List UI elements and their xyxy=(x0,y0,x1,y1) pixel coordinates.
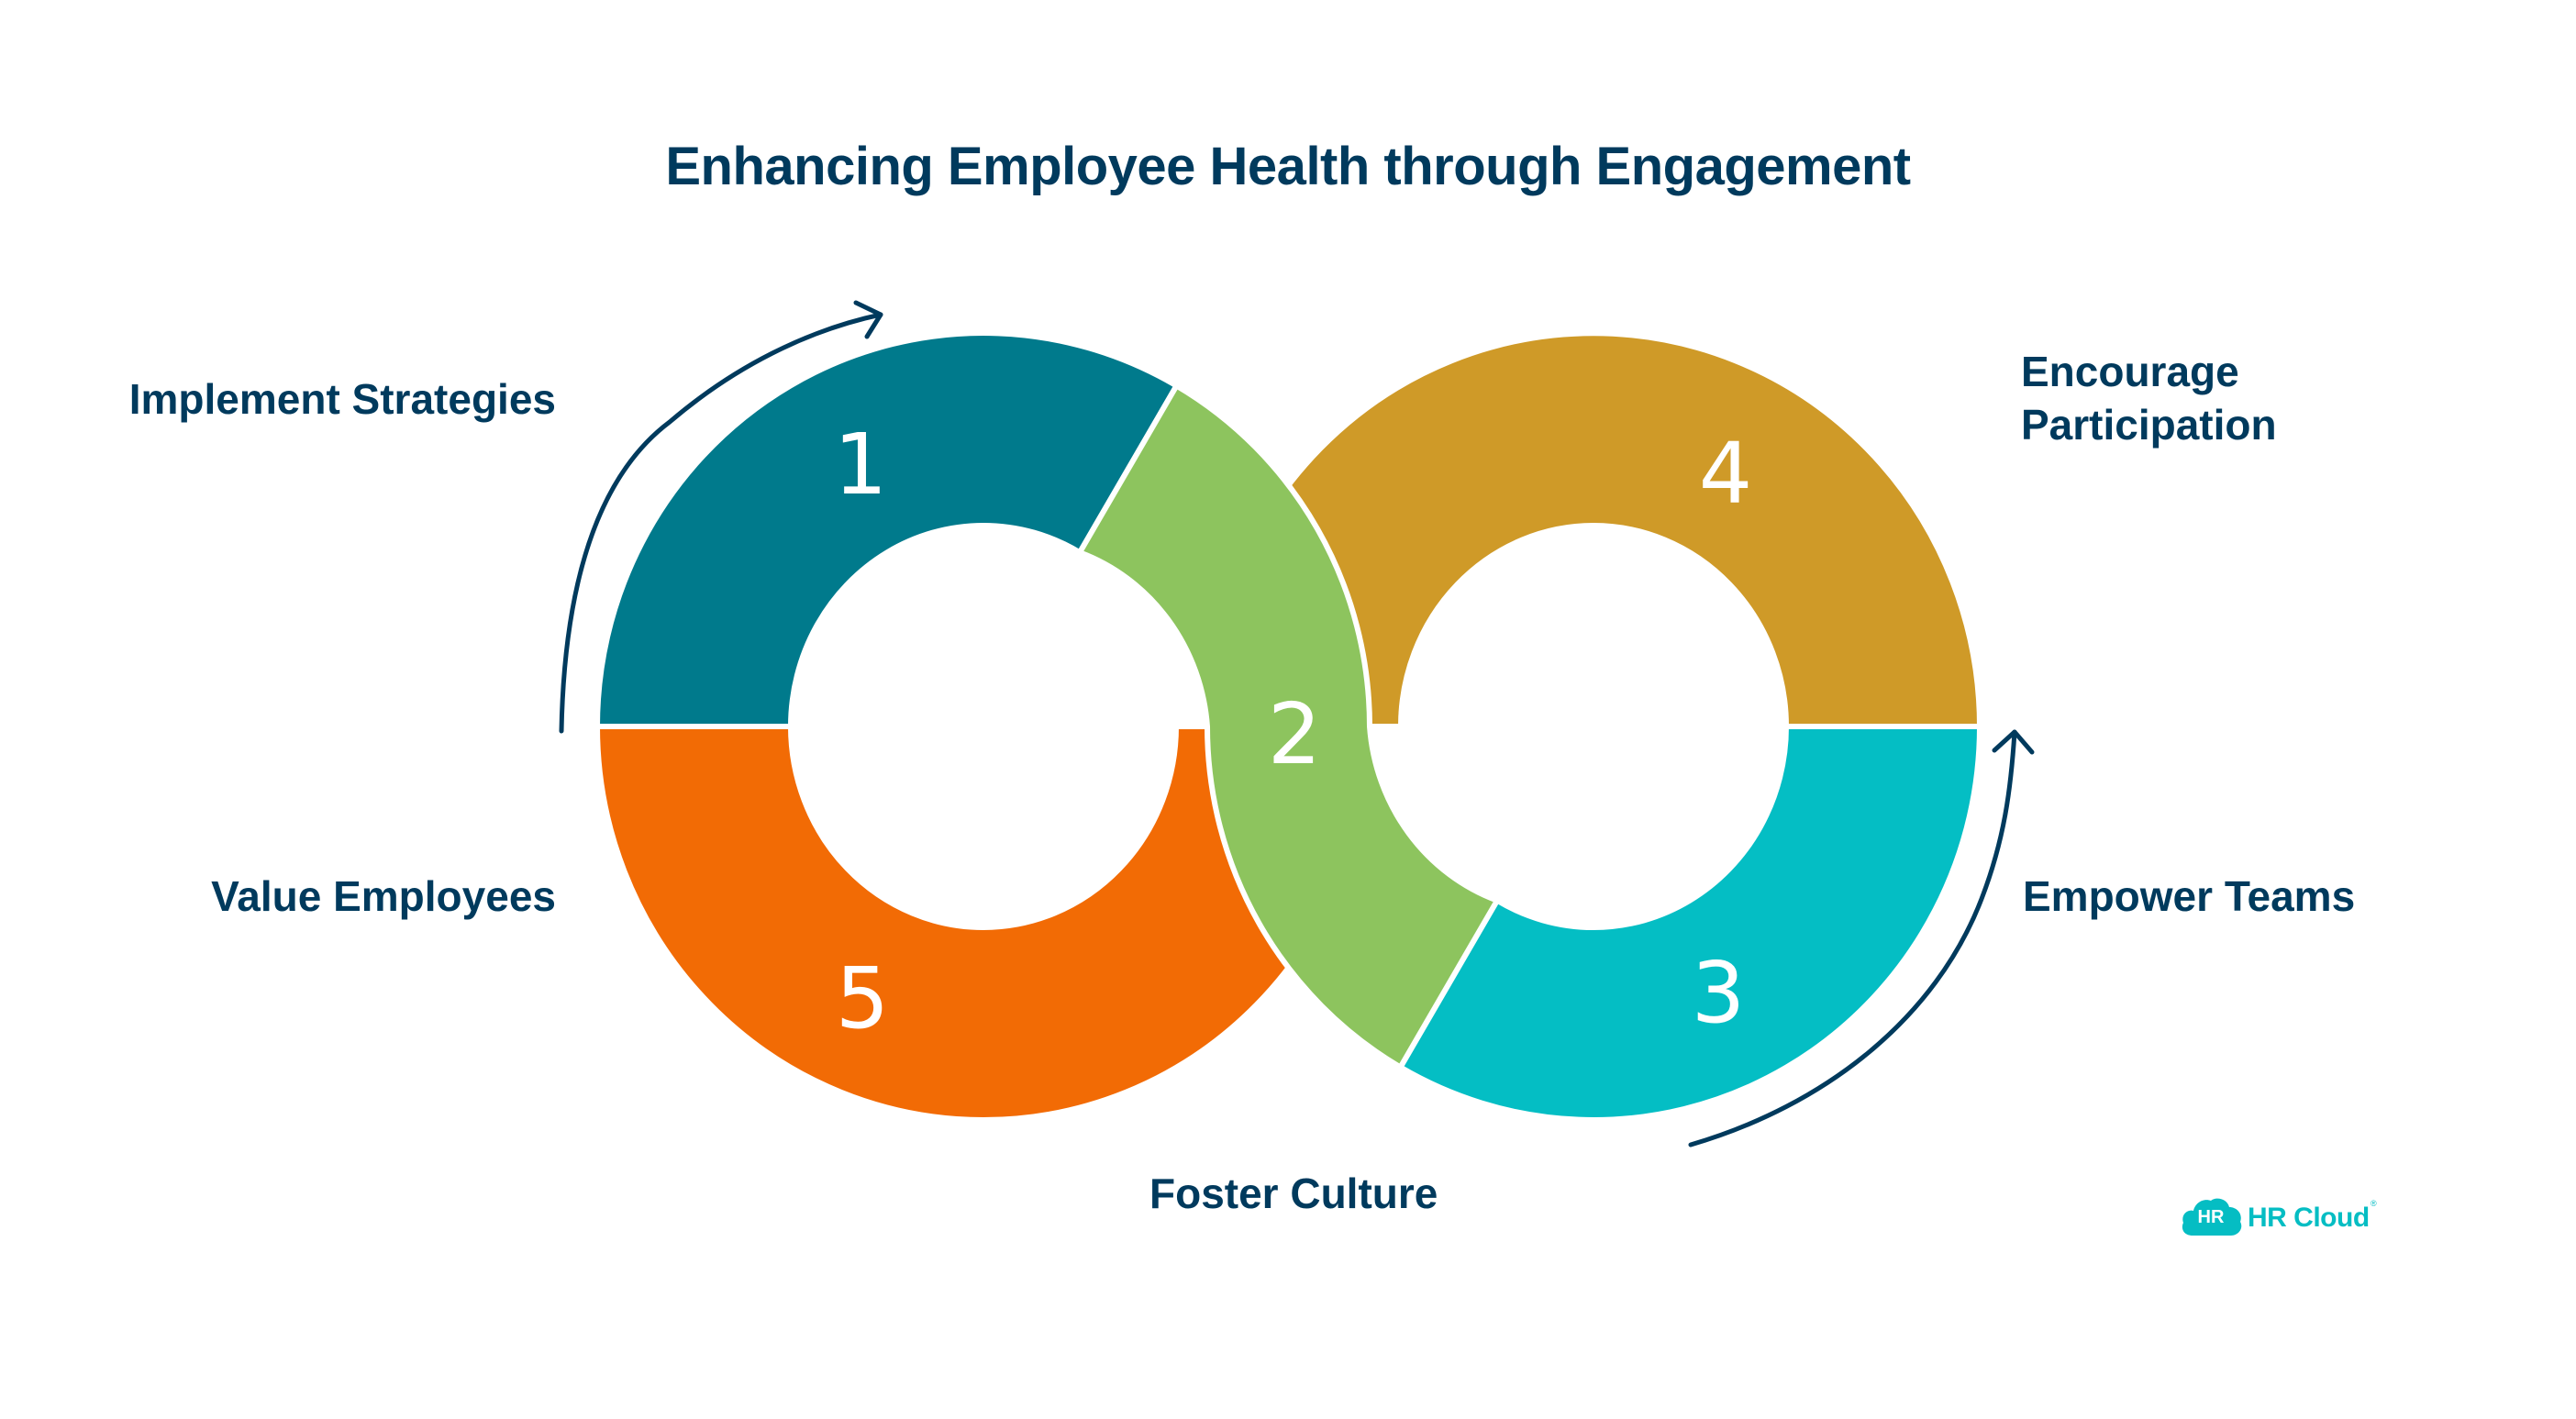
label-implement-strategies: Implement Strategies xyxy=(128,375,556,423)
segment-3-empower-teams xyxy=(1396,724,1983,1123)
curved-arrow-icon xyxy=(559,300,883,734)
label-foster-culture: Foster Culture xyxy=(1149,1170,1438,1217)
label-encourage-line2: Participation xyxy=(2021,401,2277,449)
label-encourage-line1: Encourage xyxy=(2021,348,2239,395)
segment-2-foster-culture xyxy=(1075,382,1502,1071)
cloud-icon xyxy=(2182,1198,2242,1236)
label-empower-teams: Empower Teams xyxy=(2023,872,2356,920)
step-number-5: 5 xyxy=(835,949,890,1048)
logo-name: HR Cloud xyxy=(2248,1203,2370,1233)
curved-arrow-icon-bottom xyxy=(1688,729,2035,1147)
label-encourage-participation: Encourage Participation xyxy=(2021,345,2277,451)
logo-registered-mark: ® xyxy=(2371,1199,2377,1208)
step-number-4: 4 xyxy=(1698,425,1753,523)
segment-1-implement-strategies xyxy=(594,330,1181,729)
step-number-3: 3 xyxy=(1691,944,1746,1042)
segment-4-encourage-participation xyxy=(1204,330,1983,729)
step-number-1: 1 xyxy=(833,416,888,514)
hr-cloud-logo: HR HR Cloud ® xyxy=(2180,1195,2382,1241)
logo-badge: HR xyxy=(2197,1207,2225,1227)
label-value-employees: Value Employees xyxy=(211,872,556,920)
step-number-2: 2 xyxy=(1267,685,1322,783)
page-title: Enhancing Employee Health through Engage… xyxy=(665,137,1911,196)
